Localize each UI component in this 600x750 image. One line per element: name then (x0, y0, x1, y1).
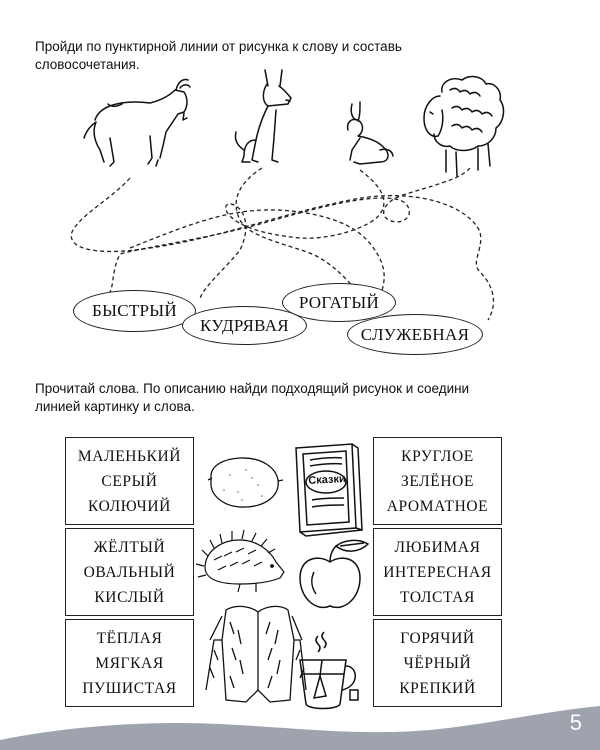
book-title: Сказки (307, 473, 347, 487)
box-word: ОВАЛЬНЫЙ (83, 563, 176, 581)
fur-coat-icon (205, 605, 307, 703)
goat-icon (83, 78, 191, 167)
task2-instruction-line2: линией картинку и слова. (35, 399, 195, 414)
sheep-icon (423, 75, 505, 177)
page-number: 5 (569, 710, 582, 735)
box-word: ЧЁРНЫЙ (403, 654, 472, 672)
word-oval-label: СЛУЖЕБНАЯ (360, 324, 470, 344)
word-oval-kudryavaya[interactable]: КУДРЯВАЯ (182, 306, 307, 345)
word-oval-label: КУДРЯВАЯ (200, 315, 289, 335)
box-word: ГОРЯЧИЙ (400, 629, 475, 647)
word-oval-sluzhebnaya[interactable]: СЛУЖЕБНАЯ (347, 314, 483, 355)
box-word: МЯГКАЯ (95, 654, 164, 672)
box-word: ЗЕЛЁНОЕ (400, 472, 475, 490)
word-box-right-2[interactable]: ЛЮБИМАЯ ИНТЕРЕСНАЯ ТОЛСТАЯ (373, 528, 502, 616)
hedgehog-icon (195, 529, 285, 593)
box-word: СЕРЫЙ (101, 472, 158, 490)
task1-instruction-line1: Пройди по пунктирной линии от рисунка к … (35, 39, 402, 54)
dashed-paths (70, 167, 495, 321)
word-box-right-1[interactable]: КРУГЛОЕ ЗЕЛЁНОЕ АРОМАТНОЕ (373, 437, 502, 525)
box-word: ЛЮБИМАЯ (394, 538, 481, 556)
word-oval-rogaty[interactable]: РОГАТЫЙ (282, 283, 396, 322)
dog-icon (234, 69, 292, 163)
box-word: ТОЛСТАЯ (400, 588, 475, 606)
box-word: АРОМАТНОЕ (386, 497, 489, 515)
word-box-right-3[interactable]: ГОРЯЧИЙ ЧЁРНЫЙ КРЕПКИЙ (373, 619, 502, 707)
task1-instruction: Пройди по пунктирной линии от рисунка к … (35, 38, 535, 74)
book-icon (295, 443, 363, 537)
apple-icon (299, 539, 370, 609)
footer-wave (0, 706, 600, 750)
task1-instruction-line2: словосочетания. (35, 57, 140, 72)
box-word: КРУГЛОЕ (401, 447, 474, 465)
box-word: ЖЁЛТЫЙ (93, 538, 166, 556)
task2-instruction-line1: Прочитай слова. По описанию найди подход… (35, 381, 470, 396)
box-word: МАЛЕНЬКИЙ (77, 447, 182, 465)
box-word: ПУШИСТАЯ (82, 679, 177, 697)
word-box-left-3[interactable]: ТЁПЛАЯ МЯГКАЯ ПУШИСТАЯ (65, 619, 194, 707)
rabbit-icon (346, 101, 394, 165)
box-word: КИСЛЫЙ (94, 588, 165, 606)
tea-cup-icon (299, 631, 359, 710)
box-word: КРЕПКИЙ (399, 679, 476, 697)
word-box-left-1[interactable]: МАЛЕНЬКИЙ СЕРЫЙ КОЛЮЧИЙ (65, 437, 194, 525)
word-box-left-2[interactable]: ЖЁЛТЫЙ ОВАЛЬНЫЙ КИСЛЫЙ (65, 528, 194, 616)
word-oval-label: РОГАТЫЙ (298, 292, 380, 312)
word-oval-label: БЫСТРЫЙ (92, 301, 177, 320)
task2-instruction: Прочитай слова. По описанию найди подход… (35, 380, 535, 416)
box-word: ТЁПЛАЯ (96, 629, 163, 647)
lemon-icon (207, 457, 284, 508)
word-oval-bystry[interactable]: БЫСТРЫЙ (73, 290, 196, 332)
box-word: КОЛЮЧИЙ (88, 497, 171, 515)
box-word: ИНТЕРЕСНАЯ (383, 563, 492, 581)
